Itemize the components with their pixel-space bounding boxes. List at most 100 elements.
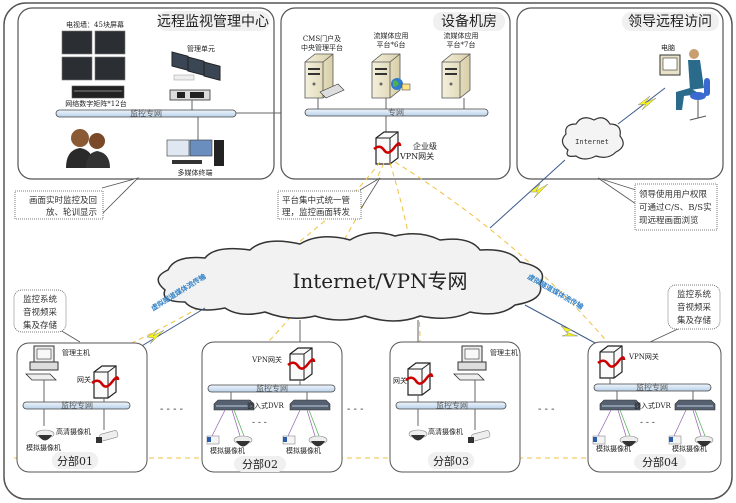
branch-right-note-line1: 监控系统: [677, 289, 712, 300]
analog-camera-icon: [592, 435, 606, 445]
leader-lightning-icon: [637, 95, 657, 111]
stream-platform-1-line1: 流媒体应用: [374, 31, 409, 40]
mgmt-unit-icon: [169, 51, 221, 101]
ellipsis: - - -: [252, 418, 267, 428]
branch-right-callout: 监控系统 音视频采 集及存储: [649, 284, 721, 343]
lightning-icon: [146, 329, 165, 345]
branch-04-gateway-label: VPN网关: [628, 352, 659, 361]
branch-04-network-label: 监控专网: [636, 382, 668, 392]
center-note-line1: 画面实时监控及回: [29, 195, 97, 206]
branch-03-name: 分部03: [433, 454, 469, 468]
branch-02-dvr-label: 嵌入式DVR: [247, 401, 285, 410]
platform-callout: 平台集中式统一管 理，监控画面转发: [277, 177, 381, 220]
branch-01-hd-cam-label: 高清摄像机: [56, 427, 91, 436]
branch-04-panel: VPN网关 监控专网 嵌入式DVR - - - 模拟摄像机 模拟摄像机 分部04: [587, 341, 722, 473]
leader-note-line1: 领导使用用户权限: [639, 189, 708, 200]
branch-right-note-line2: 音视频采: [677, 302, 712, 313]
analog-camera-icon: [668, 435, 682, 445]
branch-01-gateway-icon: [90, 364, 120, 400]
cloud-label: Internet/VPN专网: [292, 269, 467, 293]
branch-04-analog-cam-label-2: 模拟摄像机: [672, 444, 707, 453]
leader-user-icon: [659, 49, 710, 121]
platform-note-line2: 理，监控画面转发: [282, 207, 351, 218]
branch-04-dvr-label: 嵌入式DVR: [634, 401, 672, 410]
branch-02-analog-cam-label-2: 模拟摄像机: [286, 446, 321, 455]
enterprise-vpn-gateway-icon: [372, 130, 402, 166]
branch-04-gateway-icon: [596, 344, 626, 380]
branch-02-gateway-icon: [286, 346, 316, 382]
monitoring-center-panel: 远程监视管理中心 电视墙：45块屏幕 网络数字矩阵*12台 管理单元 监: [17, 7, 298, 180]
branch-03-panel: 网关 管理主机 监控专网 高清摄像机 分部03: [389, 341, 521, 473]
center-network-bar: 监控专网: [55, 108, 237, 118]
branch-01-name: 分部01: [57, 454, 93, 468]
enterprise-gateway-line1: 企业级: [413, 141, 437, 151]
stream-platform-2-line1: 流媒体应用: [444, 31, 479, 40]
branch-01-panel: 管理主机 网关 监控专网 高清摄像机 模拟摄像机 分部01: [16, 342, 148, 473]
branch-01-host-label: 管理主机: [62, 348, 90, 357]
branch-04-name: 分部04: [642, 455, 678, 469]
mgmt-unit-label: 管理单元: [187, 44, 215, 53]
lightning-icon: [560, 325, 579, 337]
branch-02-analog-cam-label: 模拟摄像机: [210, 446, 245, 455]
platform-note-line1: 平台集中式统一管: [282, 195, 350, 206]
server-room-panel: 设备机房 CMS门户及 中央管理平台 流媒体应用 平台*6台 流媒体应用 平台*…: [280, 7, 511, 180]
branch-left-note-line3: 集及存储: [23, 320, 58, 331]
branch-02-panel: VPN网关 监控专网 嵌入式DVR - - - 模拟摄像机 模拟摄像机 分部02: [201, 341, 343, 473]
tv-wall-icon: [61, 30, 126, 81]
leader-note-line3: 现远程画面浏览: [639, 215, 699, 226]
center-title: 远程监视管理中心: [157, 14, 269, 30]
globe-icon: [391, 78, 411, 91]
stream-server-2-icon: [441, 53, 471, 99]
leader-internet-cloud: Internet: [561, 117, 624, 160]
ellipsis: - - -: [538, 404, 555, 415]
leader-note-line2: 可通过C/S、B/S实: [639, 202, 712, 213]
matrix-device-icon: [71, 85, 125, 99]
stream-platform-1-line2: 平台*6台: [377, 40, 406, 49]
server-room-title: 设备机房: [441, 13, 497, 30]
branch-02-name: 分部02: [242, 457, 278, 471]
branch-02-gateway-label: VPN网关: [251, 355, 282, 364]
server-room-network-bar: 专网: [304, 107, 489, 117]
operators-icon: [66, 129, 110, 168]
branch-left-callout: 监控系统 音视频采 集及存储: [13, 289, 81, 343]
outer-frame: [3, 2, 733, 500]
internet-vpn-cloud: Internet/VPN专网: [157, 232, 544, 322]
enterprise-gateway-line2: VPN网关: [399, 151, 434, 161]
leader-title: 领导远程访问: [628, 14, 712, 30]
lightning-icon: [529, 183, 549, 199]
leader-internet-label: Internet: [575, 138, 609, 146]
analog-camera-icon: [206, 435, 220, 445]
branch-03-host-label: 管理主机: [490, 348, 518, 357]
multimedia-terminal-label: 多媒体终端: [178, 168, 213, 177]
branch-right-note-line3: 集及存储: [677, 315, 712, 326]
stream-server-1-icon: [371, 53, 401, 99]
branch-03-gateway-label: 网关: [393, 376, 407, 385]
branch-04-analog-cam-label: 模拟摄像机: [596, 444, 631, 453]
leader-pc-label: 电脑: [661, 43, 675, 52]
branch-left-note-line2: 音视频采: [23, 307, 58, 318]
leader-access-panel: 领导远程访问 电脑 Internet: [516, 7, 724, 180]
branch-01-gateway-label: 网关: [77, 375, 91, 384]
ellipsis: - - - -: [160, 404, 183, 415]
multimedia-terminal-icon: [166, 139, 224, 166]
branch-03-hd-cam-label: 高清摄像机: [428, 427, 463, 436]
leader-callout: 领导使用用户权限 可通过C/S、B/S实 现远程画面浏览: [597, 177, 718, 231]
center-note-line2: 放、轮训显示: [46, 207, 97, 218]
ellipsis: - - -: [347, 404, 364, 415]
cms-label-line1: CMS门户及: [303, 34, 341, 43]
dvr-icon: [289, 399, 331, 411]
branch-01-analog-cam-label: 模拟摄像机: [26, 443, 61, 452]
cms-label-line2: 中央管理平台: [301, 43, 343, 52]
branch-03-gateway-icon: [404, 361, 434, 397]
branch-02-network-label: 监控专网: [256, 383, 288, 393]
cms-scanner-icon: [319, 83, 345, 99]
tv-wall-label: 电视墙：45块屏幕: [66, 20, 124, 29]
center-callout: 画面实时监控及回 放、轮训显示: [14, 177, 140, 220]
ellipsis: - - -: [640, 418, 655, 428]
branch-01-network-label: 监控专网: [61, 400, 93, 410]
branch-left-note-line1: 监控系统: [23, 294, 58, 305]
center-network-label: 监控专网: [130, 108, 162, 118]
stream-platform-2-line2: 平台*7台: [447, 40, 476, 49]
dvr-icon: [674, 399, 716, 411]
